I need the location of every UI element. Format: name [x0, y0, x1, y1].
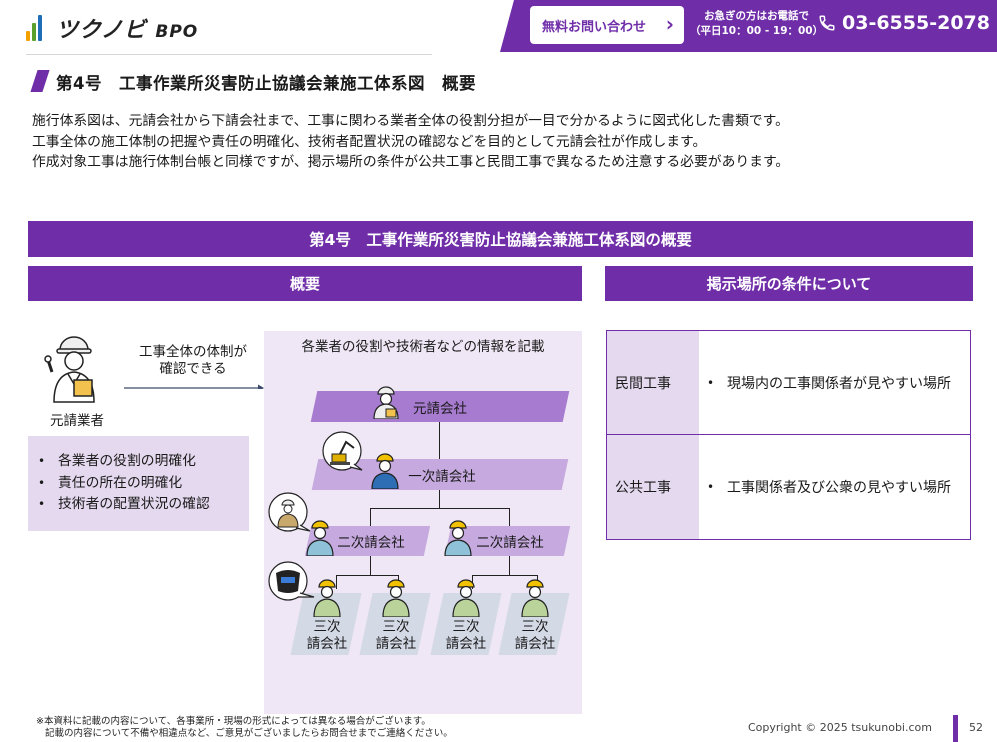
second-tier-box-label: 二次請会社 [337, 535, 405, 551]
worker-blue-icon [371, 453, 399, 489]
overview-heading-bar: 概要 [28, 266, 582, 301]
third-tier-box-label: 三次請会社 [442, 619, 490, 653]
first-tier-box-label: 一次請会社 [408, 469, 476, 485]
phone-link[interactable]: 03-6555-2078 [818, 12, 990, 34]
prime-contractor-box-label: 元請会社 [413, 401, 467, 417]
third-tier-line: 請会社 [445, 636, 487, 652]
third-tier-line: 三次 [452, 619, 480, 635]
third-tier-box-label: 三次請会社 [372, 619, 420, 653]
prime-contractor-label: 元請業者 [50, 413, 104, 429]
table-row-header: 民間工事 [607, 331, 699, 434]
chevron-right-icon: › [665, 12, 674, 36]
logo-text: ツクノビ [56, 18, 147, 43]
phone-number: 03-6555-2078 [842, 12, 990, 34]
phone-icon [819, 15, 835, 31]
hours-line-1: お急ぎの方はお電話で [704, 10, 810, 22]
connector-line [472, 575, 537, 576]
third-tier-line: 請会社 [514, 636, 556, 652]
third-tier-line: 請会社 [375, 636, 417, 652]
worker-green-icon [452, 579, 480, 617]
arrow-caption-line: 工事全体の体制が [139, 344, 247, 360]
contact-button-label: 無料お問い合わせ [542, 19, 647, 35]
page-number: 52 [969, 721, 983, 734]
arrow-right-icon [124, 384, 264, 389]
intro-line: 施行体系図は、元請会社から下請会社まで、工事に関わる業者全体の役割分担が一目で分… [32, 113, 789, 129]
connector-line [472, 575, 473, 589]
worker-green-icon [382, 579, 410, 617]
connector-line [370, 556, 371, 575]
header-divider [26, 54, 432, 55]
third-tier-line: 三次 [313, 619, 341, 635]
conditions-table: 民間工事 現場内の工事関係者が見やすい場所 公共工事 工事関係者及び公衆の見やす… [606, 330, 971, 540]
third-tier-line: 請会社 [306, 636, 348, 652]
title-accent [30, 70, 50, 92]
second-tier-box-label: 二次請会社 [476, 535, 544, 551]
third-tier-line: 三次 [382, 619, 410, 635]
connector-line [370, 508, 371, 526]
prime-contractor-person-icon [44, 336, 95, 403]
business-hours: お急ぎの方はお電話で （平日10：00 - 19：00） [690, 9, 823, 39]
excavator-bubble-icon [322, 431, 363, 471]
connector-line [336, 575, 337, 589]
connector-line [509, 508, 510, 526]
arrow-caption: 工事全体の体制が 確認できる [130, 344, 256, 378]
intro-line: 作成対象工事は施行体制台帳と同様ですが、掲示場所の条件が公共工事と民間工事で異な… [32, 154, 790, 170]
third-tier-line: 三次 [521, 619, 549, 635]
list-item: 技術者の配置状況の確認 [38, 494, 249, 516]
connector-line [370, 508, 509, 509]
copyright: Copyright © 2025 tsukunobi.com [748, 721, 932, 734]
table-row: 公共工事 工事関係者及び公衆の見やすい場所 [607, 435, 970, 539]
page-title: 第4号 工事作業所災害防止協議会兼施工体系図 概要 [56, 74, 476, 93]
logo[interactable]: ツクノビ BPO [26, 12, 198, 44]
engineer-bubble-icon [268, 492, 311, 532]
list-item: 各業者の役割の明確化 [38, 451, 249, 473]
contact-button[interactable]: 無料お問い合わせ › [530, 6, 684, 44]
section-heading-bar: 第4号 工事作業所災害防止協議会兼施工体系図の概要 [28, 221, 973, 257]
footnote-line: ※本資料に記載の内容について、各事業所・現場の形式によっては異なる場合がございま… [36, 716, 431, 727]
intro-text: 施行体系図は、元請会社から下請会社まで、工事に関わる業者全体の役割分担が一目で分… [32, 111, 789, 173]
logo-suffix: BPO [155, 22, 199, 42]
overview-bullets: 各業者の役割の明確化 責任の所在の明確化 技術者の配置状況の確認 [28, 436, 249, 531]
table-cell: 現場内の工事関係者が見やすい場所 [699, 331, 970, 434]
worker-green-icon [313, 579, 341, 617]
connector-line [336, 575, 398, 576]
worker-teal-icon [306, 520, 334, 556]
third-tier-box-label: 三次請会社 [511, 619, 559, 653]
hours-line-2: （平日10：00 - 19：00） [690, 25, 824, 37]
third-tier-box-label: 三次請会社 [303, 619, 351, 653]
footnote-line: 記載の内容について不備や相違点など、ご意見がございましたらお問合せまでご連絡くだ… [45, 728, 453, 739]
table-row-header: 公共工事 [607, 435, 699, 539]
connector-line [439, 421, 440, 459]
page-number-accent [953, 715, 958, 742]
connector-line [509, 556, 510, 575]
worker-green-icon [521, 579, 549, 617]
foreman-icon [373, 386, 399, 419]
hierarchy-caption: 各業者の役割や技術者などの情報を記載 [301, 339, 545, 355]
footnote: ※本資料に記載の内容について、各事業所・現場の形式によっては異なる場合がございま… [36, 716, 453, 740]
list-item: 責任の所在の明確化 [38, 473, 249, 495]
table-cell: 工事関係者及び公衆の見やすい場所 [699, 435, 970, 539]
arrow-caption-line: 確認できる [159, 361, 227, 377]
intro-line: 工事全体の施工体制の把握や責任の明確化、技術者配置状況の確認などを目的として元請… [32, 133, 707, 150]
worker-teal-icon [444, 520, 472, 556]
logo-mark-icon [26, 13, 48, 43]
conditions-heading-bar: 掲示場所の条件について [605, 266, 973, 301]
connector-line [439, 489, 440, 509]
welder-bubble-icon [268, 561, 315, 601]
table-row: 民間工事 現場内の工事関係者が見やすい場所 [607, 331, 970, 435]
